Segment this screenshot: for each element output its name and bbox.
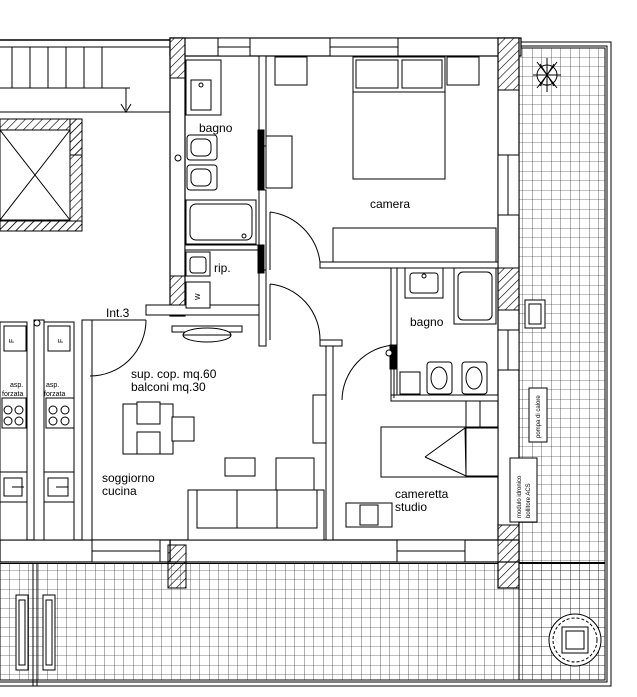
outdoor-unit: [524, 299, 546, 329]
staircase: [0, 39, 170, 113]
windows: [91, 37, 520, 563]
label-cucina: cucina: [102, 484, 137, 498]
plant-top-icon: [533, 58, 561, 92]
terrace-railing: [0, 41, 612, 687]
label-asp-left-1: asp.: [10, 382, 23, 389]
balcony-furniture: [15, 594, 56, 671]
label-balconi: balconi mq.30: [131, 380, 206, 394]
label-f-mid: F: [58, 339, 65, 343]
label-asp-left-2: forzata: [2, 391, 24, 398]
plant-bottom-icon: [548, 613, 602, 667]
label-rip: rip.: [214, 261, 231, 275]
lift-shaft: [0, 118, 83, 232]
label-asp-mid-1: asp.: [46, 382, 59, 389]
interior-walls: [33, 55, 499, 541]
bagno-top-fixtures: [185, 59, 257, 245]
cameretta-fixtures: [345, 401, 499, 528]
neighbour-kitchen-left: [0, 321, 28, 541]
label-int: Int.3: [106, 306, 130, 320]
room-labels: bagno camera rip. Int.3 bagno sup. cop. …: [102, 121, 449, 514]
living-fixtures: [122, 325, 327, 541]
columns: [0, 37, 520, 589]
label-asp-mid-2: forzata: [44, 391, 66, 398]
heat-pump: [528, 387, 548, 443]
label-w: W: [195, 293, 202, 300]
hydronic-module: [509, 457, 538, 523]
label-bagno-top: bagno: [199, 121, 233, 135]
equipment-labels: pompa di calore modulo idronico bollitor…: [517, 395, 542, 518]
markers: [33, 154, 393, 357]
label-cameretta: cameretta: [395, 487, 449, 501]
label-f-left: F: [9, 339, 16, 343]
label-soggiorno: soggiorno: [102, 471, 155, 485]
doors: [89, 129, 397, 401]
double-bed: [265, 56, 497, 263]
label-pompa: pompa di calore: [536, 395, 542, 438]
label-camera: camera: [370, 197, 410, 211]
appliance-labels: W F F asp. forzata asp. forzata: [2, 293, 202, 398]
label-modulo-1: modulo idronico: [517, 475, 523, 518]
bagno-right-fixtures: [399, 267, 497, 395]
label-modulo-2: bollitore ACS: [526, 483, 532, 518]
label-sup-cop: sup. cop. mq.60: [131, 367, 217, 381]
rip-fixtures: [185, 251, 211, 309]
label-studio: studio: [395, 500, 427, 514]
neighbour-kitchen-mid: [43, 321, 75, 541]
label-bagno-right: bagno: [410, 315, 444, 329]
